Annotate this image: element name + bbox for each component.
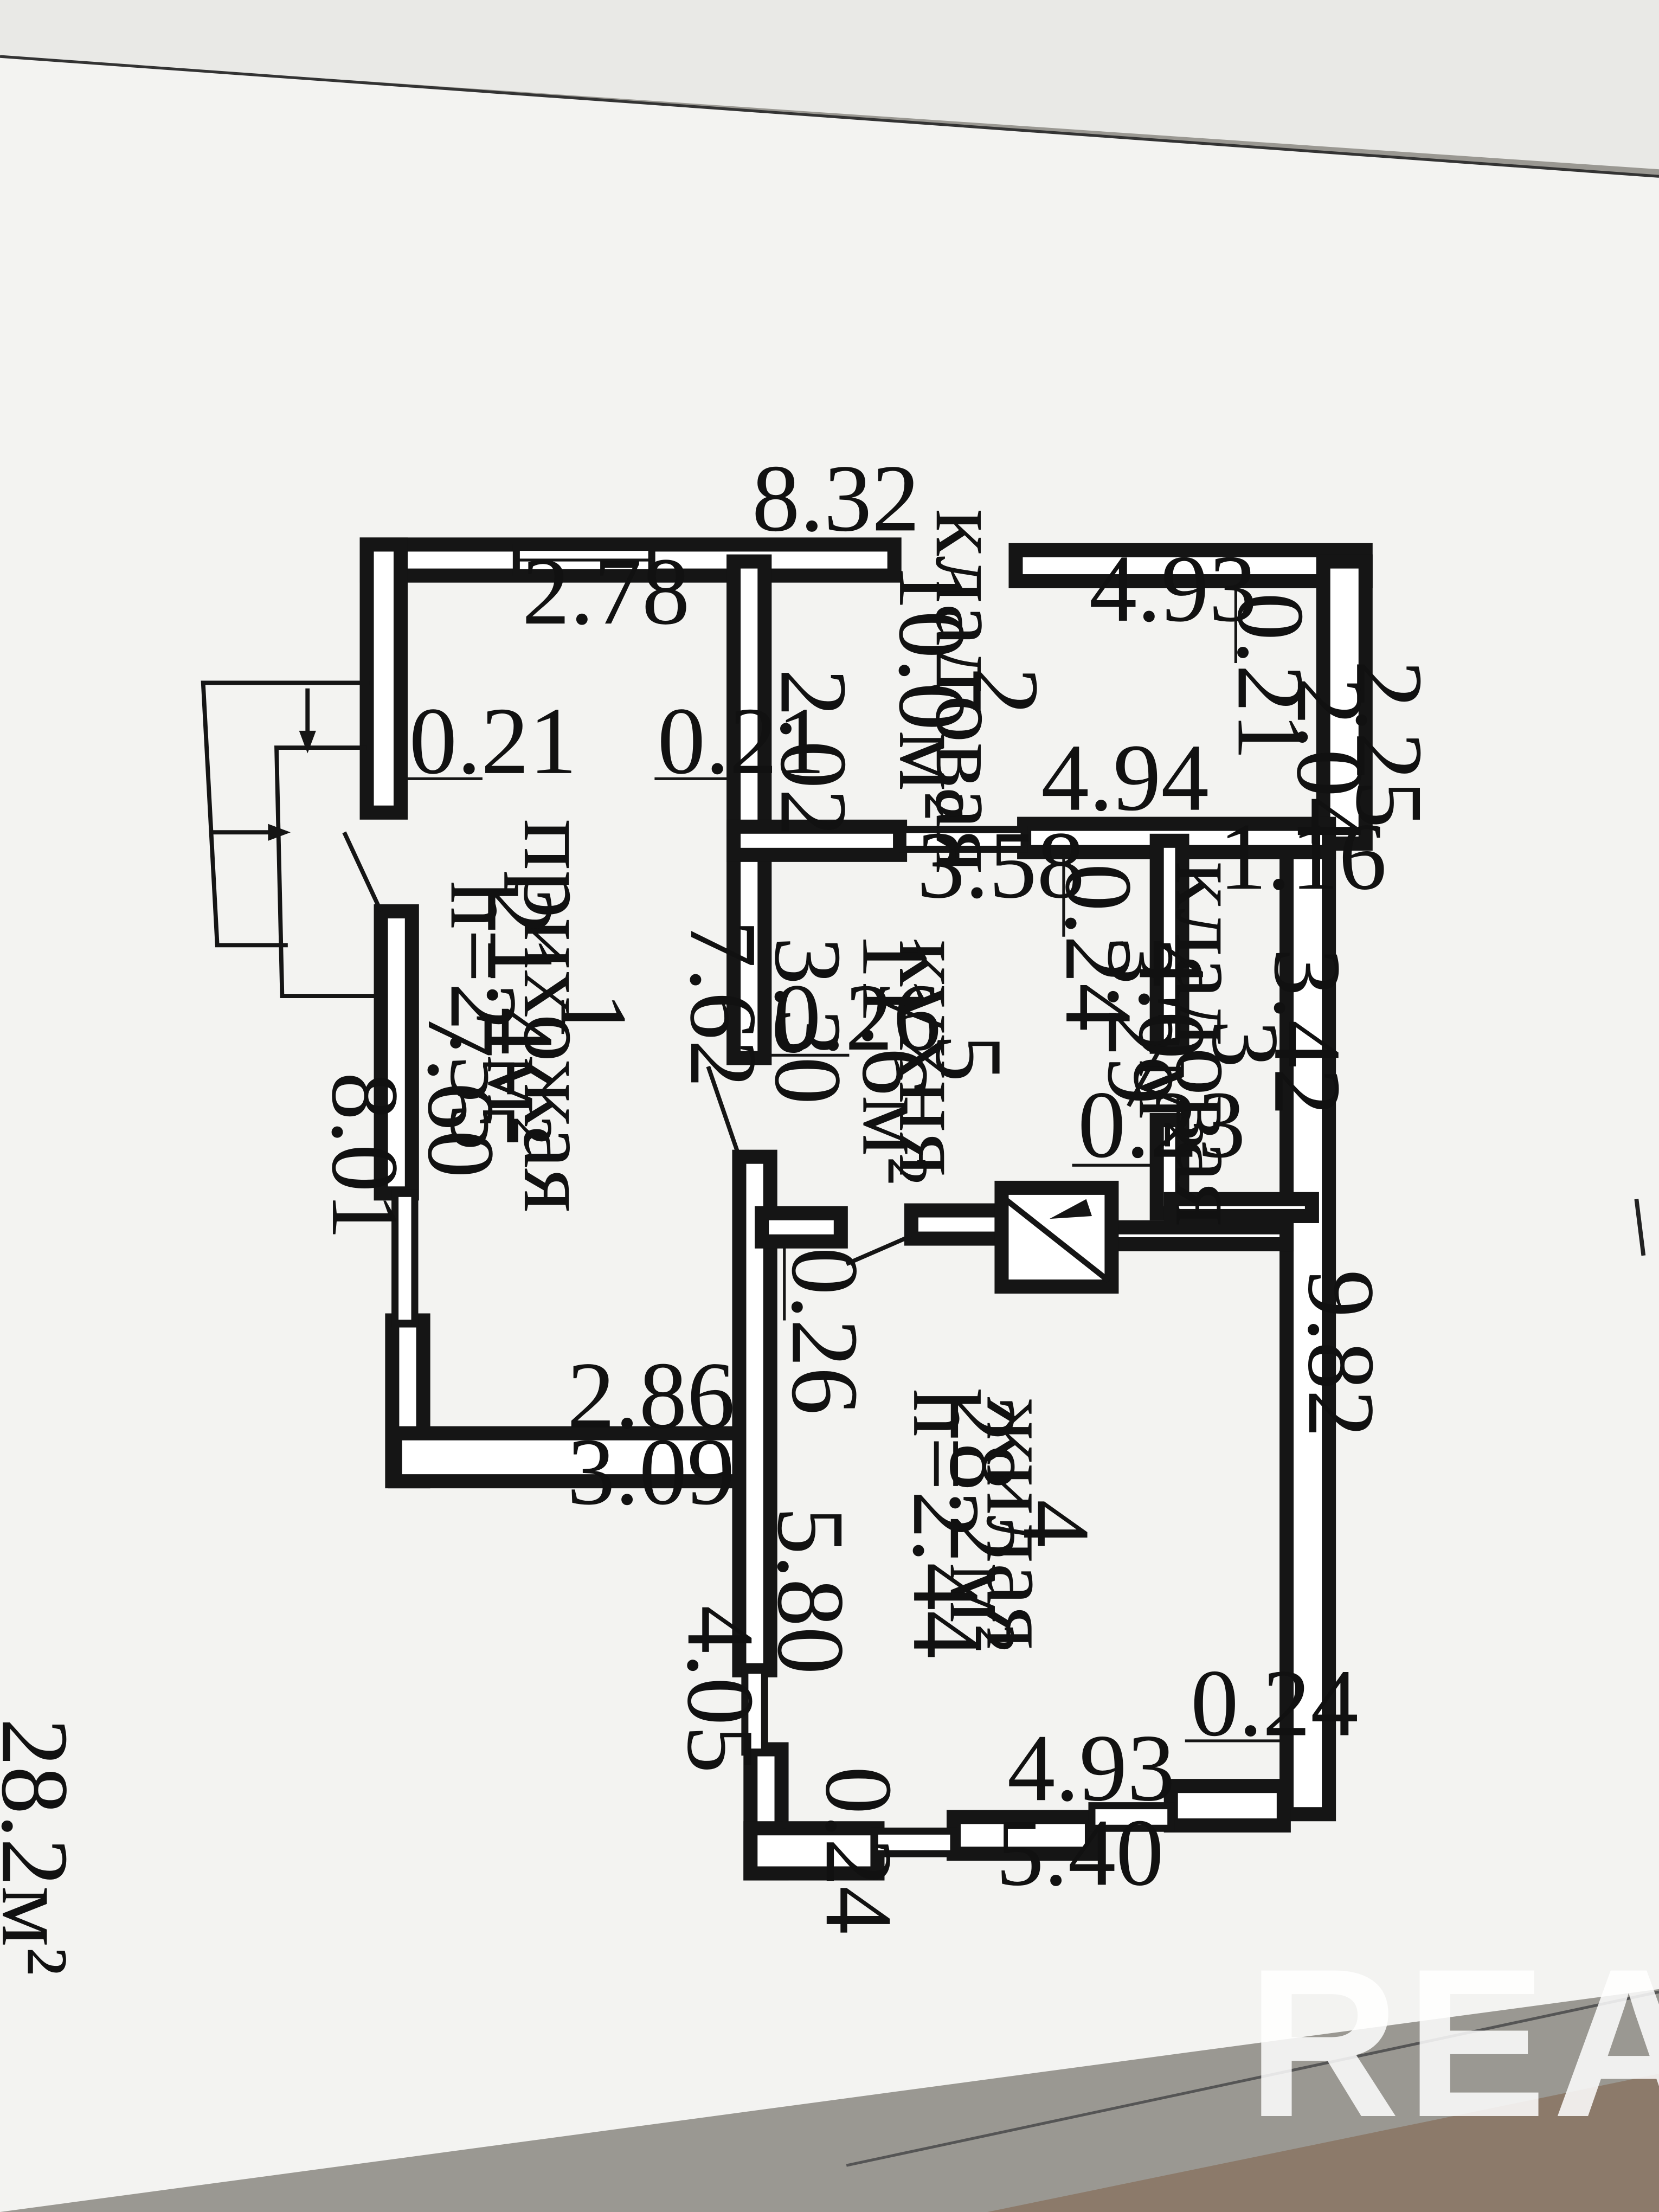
window-left-hall <box>391 1189 419 1327</box>
dim-hall-partition: 2.02 <box>761 668 867 837</box>
wall-right-lower <box>1279 819 1336 1822</box>
paper-edge-top <box>0 55 1659 178</box>
room-1-name: прихожая <box>504 819 610 1213</box>
dim-kitchen-depth: 3.29 <box>1088 937 1194 1105</box>
dim-kitchen-width: 3.58 <box>917 812 1085 918</box>
door-entry <box>342 831 383 912</box>
room-3-area: 4.0м² <box>1118 939 1225 1148</box>
room-2-name: кладовая <box>916 509 1022 873</box>
dim-hall-left: 7.60 <box>408 1010 514 1178</box>
edge-fragment-text: 28.2м² <box>0 1718 88 1976</box>
room-3-number: 3 <box>1192 1020 1298 1068</box>
dim-storage3-wall: 0.23 <box>1078 1072 1246 1178</box>
dim-overall-left: 8.01 <box>312 1072 418 1240</box>
floor-plan <box>201 537 1373 1881</box>
dim-hall-bottom-outer: 3.09 <box>567 1419 735 1525</box>
wall-right-upper <box>1316 554 1373 851</box>
window-bottom-a <box>871 1827 957 1857</box>
dim-kitchen-left: 3.30 <box>755 937 861 1105</box>
wall-kitchen-top-a <box>726 819 908 862</box>
dim-living-bottom-outer: 5.40 <box>996 1799 1164 1906</box>
dim-wall-left: 0.21 <box>409 688 577 794</box>
wall-bottom-c <box>1163 1779 1291 1833</box>
dim-overall-right: 9.82 <box>1288 1270 1394 1438</box>
dim-hall-bottom-inner: 2.86 <box>567 1342 735 1449</box>
floor-corner <box>987 2074 1659 2212</box>
dim-kitchen-wall: 0.26 <box>773 964 941 1071</box>
porch-outline <box>201 680 370 948</box>
dim-living-bottom-inner: 4.93 <box>1007 1715 1175 1821</box>
realt-watermark: REALT <box>1247 1925 1659 2161</box>
wall-kitchen-bottom-b <box>904 1203 1009 1246</box>
dim-wall-mid: 0.21 <box>658 688 826 794</box>
dim-living-wall-top: 0.26 <box>771 1247 878 1415</box>
paper-sheet <box>0 56 1659 2212</box>
porch-step <box>274 745 387 998</box>
room-2-area: 10.0м² <box>879 563 985 820</box>
door-kitchen-storage <box>1127 1049 1162 1107</box>
edge-mark <box>1634 1199 1646 1256</box>
back-sheet <box>0 0 1659 170</box>
room-1-height: h=2.55 <box>430 881 537 1151</box>
door-kitchen-living <box>845 1233 912 1266</box>
dim-living-wall-right: 0.24 <box>1191 1650 1359 1757</box>
wall-store3-bottom <box>1163 1192 1319 1223</box>
dim-storage3-depth: 3.42 <box>1254 948 1360 1116</box>
room-2-label: 2 кладовая 10.0м² <box>879 509 1058 873</box>
room-4-label: 4 жилая 28.2м² h=2.44 <box>893 1388 1109 1658</box>
dim-kitchen-top-wall: 0.24 <box>1045 863 1152 1031</box>
dim-bottom-mid: 4.05 <box>667 1605 774 1773</box>
room-5-area: 11.6м² <box>842 931 948 1185</box>
wall-kitchen-bottom-a <box>755 1206 848 1249</box>
window-living-left <box>741 1667 768 1756</box>
room-4-height: h=2.44 <box>893 1388 999 1658</box>
dim-storage-bottom: 4.94 <box>1041 725 1209 831</box>
wall-top-right <box>1008 543 1373 589</box>
dim-hall-right: 7.62 <box>670 920 776 1088</box>
window-kitchen <box>899 826 1028 853</box>
wall-hall-storage-a <box>726 554 772 837</box>
room-1-label: 1 прихожая 21.4м² h=2.55 <box>430 819 647 1213</box>
dimension-labels: 8.32 2.78 0.21 0.21 4.93 4.94 3.58 1.16 … <box>312 445 1442 1934</box>
window-bottom-b <box>1088 1802 1175 1832</box>
dim-storage3-width: 1.16 <box>1219 803 1387 910</box>
dim-overall-top: 8.32 <box>752 445 920 551</box>
dim-right-upper: 2.25 <box>1336 660 1442 828</box>
entry-arrow-1 <box>299 730 316 754</box>
dim-hall-width: 2.78 <box>522 538 690 645</box>
dim-storage-top: 4.93 <box>1089 536 1257 642</box>
dim-living-wall-bottom: 0.24 <box>806 1766 912 1934</box>
room-5-number: 5 <box>916 1034 1022 1082</box>
room-4-name: жилая <box>966 1397 1072 1650</box>
wall-kitchen-right <box>1149 833 1189 1054</box>
room-1-area: 21.4м² <box>467 887 573 1144</box>
wall-left-upper <box>359 537 408 820</box>
door-hall-living <box>706 1065 742 1158</box>
dim-living-left: 5.80 <box>757 1507 864 1675</box>
room-5-label: 5 кухня 11.6м² <box>842 931 1021 1185</box>
dim-storage-wall: 0.21 <box>1218 593 1324 761</box>
stove-diagonal <box>1000 1194 1111 1283</box>
room-3-name: кладовая <box>1155 861 1262 1226</box>
entry-arrow-2 <box>268 824 291 841</box>
room-2-number: 2 <box>952 667 1058 715</box>
stove-mark <box>1049 1199 1092 1219</box>
room-4-area: 28.2м² <box>930 1395 1036 1652</box>
room-4-number: 4 <box>1003 1500 1109 1547</box>
wall-living-top <box>1102 1220 1294 1252</box>
paper-edge-bottom <box>846 1990 1659 2167</box>
room-1-number: 1 <box>541 992 647 1039</box>
dim-storage-depth: 2.04 <box>1277 677 1383 845</box>
room-5-name: кухня <box>879 940 985 1176</box>
room-3-label: 3 кладовая 4.0м² <box>1118 861 1298 1226</box>
